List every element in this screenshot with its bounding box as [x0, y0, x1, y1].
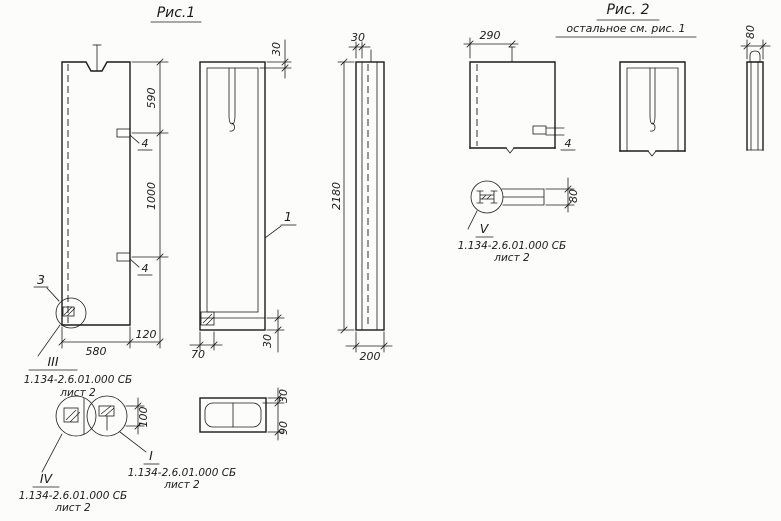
- lifting-loop: [228, 67, 236, 125]
- fig1-front-elevation-view: 1 30 70 30: [189, 39, 297, 361]
- fig2-title: Рис. 2 остальное см. рис. 1: [555, 2, 697, 38]
- corner-embed: [200, 311, 215, 326]
- fig2-edge-view: 80: [740, 25, 771, 151]
- fig1-detail-circles: 100 IV 1.134-2.6.01.000 СБ лист 2 I 1.13…: [19, 395, 237, 514]
- callout-v-sheet: лист 2: [493, 252, 530, 264]
- dim-120: 120: [136, 328, 157, 341]
- fig2-note-text: остальное см. рис. 1: [566, 22, 685, 35]
- callout-iv-doc: 1.134-2.6.01.000 СБ: [19, 490, 128, 502]
- embed-plate-fig2: [532, 125, 547, 135]
- callout-v-doc: 1.134-2.6.01.000 СБ: [458, 240, 567, 252]
- dim-2180: 2180: [330, 182, 343, 210]
- fig2-detail-circle: 80 V 1.134-2.6.01.000 СБ лист 2: [458, 177, 580, 264]
- dim-1000: 1000: [145, 182, 158, 210]
- callout-iii-sheet: лист 2: [59, 387, 96, 399]
- dim-plan-90: 90: [277, 421, 290, 435]
- fig1-title: Рис.1: [150, 5, 202, 23]
- embed-mark-bottom: 4: [142, 262, 149, 275]
- dim-200: 200: [360, 350, 381, 363]
- callout-v-roman: V: [480, 221, 490, 236]
- embed-mark-fig2: 4: [565, 137, 572, 150]
- fig1-title-text: Рис.1: [157, 5, 196, 21]
- fig2-front-view: [619, 61, 686, 157]
- dim-100: 100: [137, 407, 150, 428]
- dim-580: 580: [86, 345, 107, 358]
- detail-mark-3: 3: [37, 272, 45, 287]
- part-mark-1: 1: [284, 209, 292, 224]
- dim-70: 70: [191, 348, 205, 361]
- dim-290: 290: [480, 29, 501, 42]
- fig2-title-text: Рис. 2: [606, 2, 649, 18]
- callout-i-sheet: лист 2: [163, 479, 200, 491]
- embed-mark-top: 4: [142, 137, 149, 150]
- detail-circle-3: [55, 297, 87, 329]
- dim-bottom-30: 30: [261, 334, 274, 348]
- detail-circle-iv: [55, 395, 97, 437]
- loop-tip: [749, 50, 761, 63]
- dim-top-30: 30: [270, 42, 283, 56]
- dim-side-top-30: 30: [351, 31, 365, 44]
- fig1-edge-view: 30 2180 200: [330, 31, 393, 363]
- fig1-plan-section-view: 30 90: [199, 387, 290, 441]
- callout-iii-doc: 1.134-2.6.01.000 СБ: [24, 374, 133, 386]
- callout-i-roman: I: [149, 448, 153, 463]
- detail-circle-v: [470, 180, 504, 214]
- embed-plate-top: [116, 128, 131, 138]
- callout-iii-roman: III: [47, 354, 58, 369]
- fig2-elevation-view: 290 4: [463, 29, 576, 154]
- callout-iv-roman: IV: [40, 471, 54, 486]
- dim-590: 590: [145, 88, 158, 109]
- detail-circle-i: [86, 395, 128, 437]
- lifting-loop-fig2: [649, 67, 656, 125]
- embed-plate-bottom: [116, 252, 131, 262]
- callout-iv-sheet: лист 2: [54, 502, 91, 514]
- dim-detail-80: 80: [567, 189, 580, 203]
- fig1-side-elevation-view: 4 4 590 1000 3 III 1.134-2.6.01.000 СБ л…: [24, 44, 169, 399]
- dim-plan-30: 30: [277, 389, 290, 403]
- callout-i-doc: 1.134-2.6.01.000 СБ: [128, 467, 237, 479]
- dim-edge-80: 80: [744, 25, 757, 39]
